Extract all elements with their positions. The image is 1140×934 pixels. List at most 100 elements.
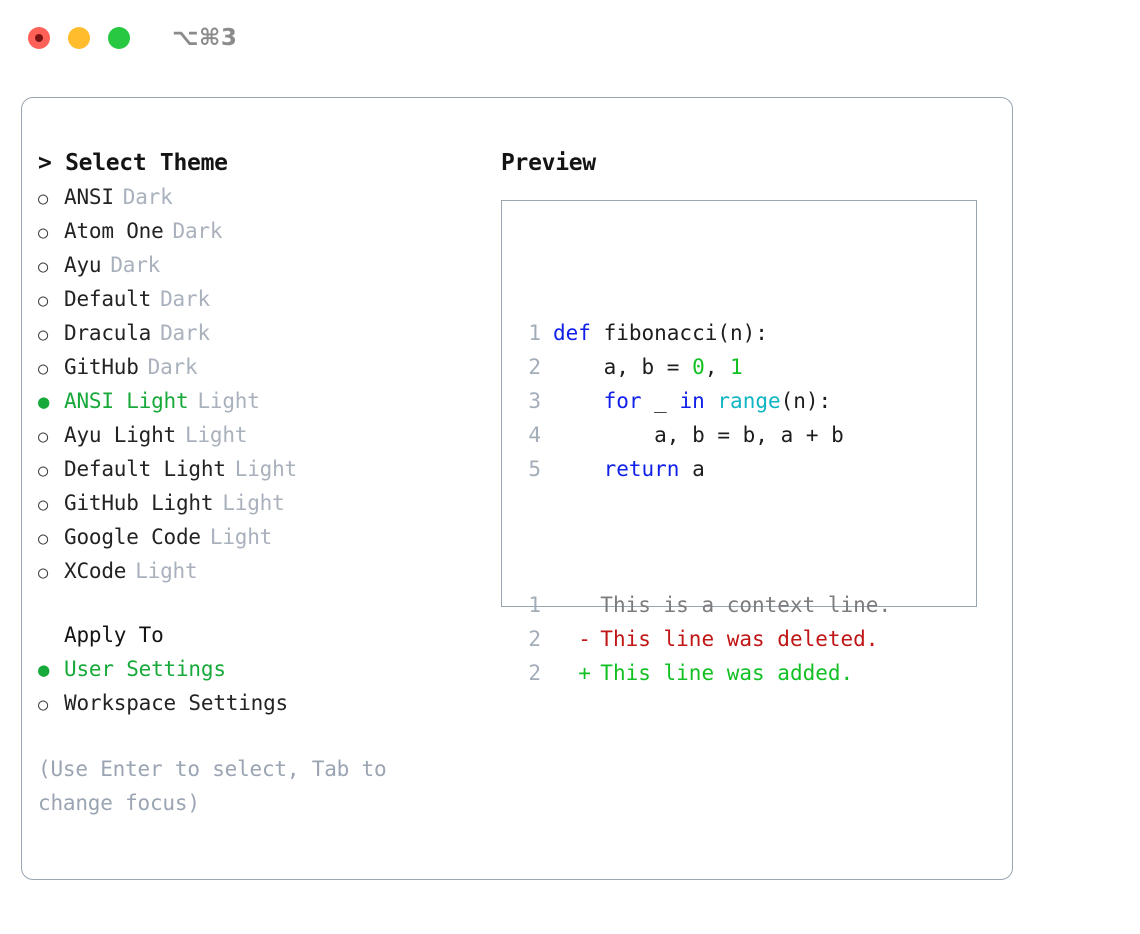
section-spacer (38, 588, 498, 618)
code-token (705, 389, 718, 413)
diff-marker-icon: - (578, 627, 591, 651)
diff-block: 1 This is a context line. 2 -This line wa… (515, 588, 891, 690)
theme-option-label: Atom One (64, 219, 164, 243)
theme-option-dracula[interactable]: ○ Dracula Dark (38, 316, 498, 350)
theme-variant-badge: Dark (172, 219, 223, 243)
diff-line-text: This is a context line. (600, 593, 892, 617)
radio-unselected-icon: ○ (38, 189, 49, 209)
code-token: (n): (780, 389, 832, 413)
theme-variant-badge: Dark (160, 321, 210, 345)
code-token: for (603, 389, 642, 413)
theme-option-label: GitHub Light (64, 491, 214, 515)
code-line-content: a, b = b, a + b (553, 418, 844, 452)
code-line: 1 def fibonacci(n): (515, 316, 891, 350)
code-token (553, 457, 604, 481)
diff-marker-icon: + (578, 661, 591, 685)
close-window-button[interactable] (28, 27, 50, 49)
code-line-number: 3 (528, 389, 541, 413)
theme-variant-badge: Light (209, 525, 273, 549)
diff-line-number: 2 (528, 627, 541, 651)
theme-variant-badge: Light (185, 423, 248, 447)
theme-option-label: XCode (64, 559, 127, 583)
apply-to-heading: Apply To (64, 623, 164, 647)
theme-option-label: Ayu Light (64, 423, 176, 447)
code-line: 3 for _ in range(n): (515, 384, 891, 418)
title-bar: ⌥⌘3 (0, 0, 1140, 76)
diff-line-number: 2 (528, 661, 541, 685)
apply-to-option-label: User Settings (64, 657, 226, 681)
diff-line-number: 1 (528, 593, 541, 617)
radio-unselected-icon: ○ (38, 257, 49, 277)
radio-unselected-icon: ○ (38, 223, 49, 243)
code-line-content: def fibonacci(n): (553, 316, 768, 350)
code-line-content: a, b = 0, 1 (553, 350, 743, 384)
select-theme-heading: > Select Theme (38, 150, 228, 176)
code-token: 1 (730, 355, 743, 379)
code-token: a, b = (553, 355, 693, 379)
radio-unselected-icon: ○ (38, 325, 49, 345)
diff-line-add: 2 +This line was added. (515, 656, 891, 690)
maximize-window-button[interactable] (108, 27, 130, 49)
theme-option-label: ANSI (64, 185, 114, 209)
theme-option-label: ANSI Light (64, 389, 189, 413)
minimize-window-button[interactable] (68, 27, 90, 49)
code-token: a (679, 457, 705, 481)
code-token: fibonacci(n): (603, 321, 768, 345)
keyboard-hint-text: (Use Enter to select, Tab to change focu… (38, 757, 387, 815)
code-line: 5 return a (515, 452, 891, 486)
code-token: range (717, 389, 781, 413)
apply-to-option-list[interactable]: ● User Settings ○Workspace Settings (38, 652, 498, 720)
theme-option-label: Dracula (64, 321, 152, 345)
code-line-number: 5 (528, 457, 541, 481)
radio-unselected-icon: ○ (38, 427, 49, 447)
code-line-number: 2 (528, 355, 541, 379)
theme-variant-badge: Dark (122, 185, 173, 209)
code-line-content: return a (553, 452, 705, 486)
code-token: return (603, 457, 680, 481)
theme-option-atom-one[interactable]: ○ Atom One Dark (38, 214, 498, 248)
theme-option-ansi-light[interactable]: ● ANSI Light Light (38, 384, 498, 418)
preview-heading: Preview (501, 150, 596, 176)
apply-to-option-user-settings[interactable]: ● User Settings (38, 652, 498, 686)
diff-gutter-pad (553, 588, 578, 622)
theme-option-github-light[interactable]: ○ GitHub Light Light (38, 486, 498, 520)
theme-option-label: Ayu (64, 253, 102, 277)
radio-unselected-icon: ○ (38, 461, 49, 481)
theme-option-ayu-light[interactable]: ○ Ayu Light Light (38, 418, 498, 452)
radio-unselected-icon: ○ (38, 495, 49, 515)
theme-option-label: Default (64, 287, 152, 311)
apply-to-option-workspace-settings[interactable]: ○Workspace Settings (38, 686, 498, 720)
code-token: in (679, 389, 705, 413)
record-dot-icon (35, 34, 43, 42)
theme-option-ansi[interactable]: ○ ANSI Dark (38, 180, 498, 214)
radio-unselected-icon: ○ (38, 695, 49, 715)
traffic-light-group (28, 27, 130, 49)
code-line-number: 1 (528, 321, 541, 345)
diff-gutter-pad (553, 656, 578, 690)
theme-variant-badge: Dark (147, 355, 198, 379)
code-line-number: 4 (528, 423, 541, 447)
theme-variant-badge: Dark (160, 287, 210, 311)
radio-unselected-icon: ○ (38, 359, 49, 379)
theme-variant-badge: Light (197, 389, 260, 413)
diff-line-del: 2 -This line was deleted. (515, 622, 891, 656)
theme-option-label: Default Light (64, 457, 226, 481)
radio-selected-icon: ● (38, 659, 50, 681)
diff-line-text: This line was deleted. (600, 627, 879, 651)
theme-variant-badge: Light (222, 491, 285, 515)
radio-selected-icon: ● (38, 391, 50, 413)
theme-option-label: Google Code (64, 525, 201, 549)
